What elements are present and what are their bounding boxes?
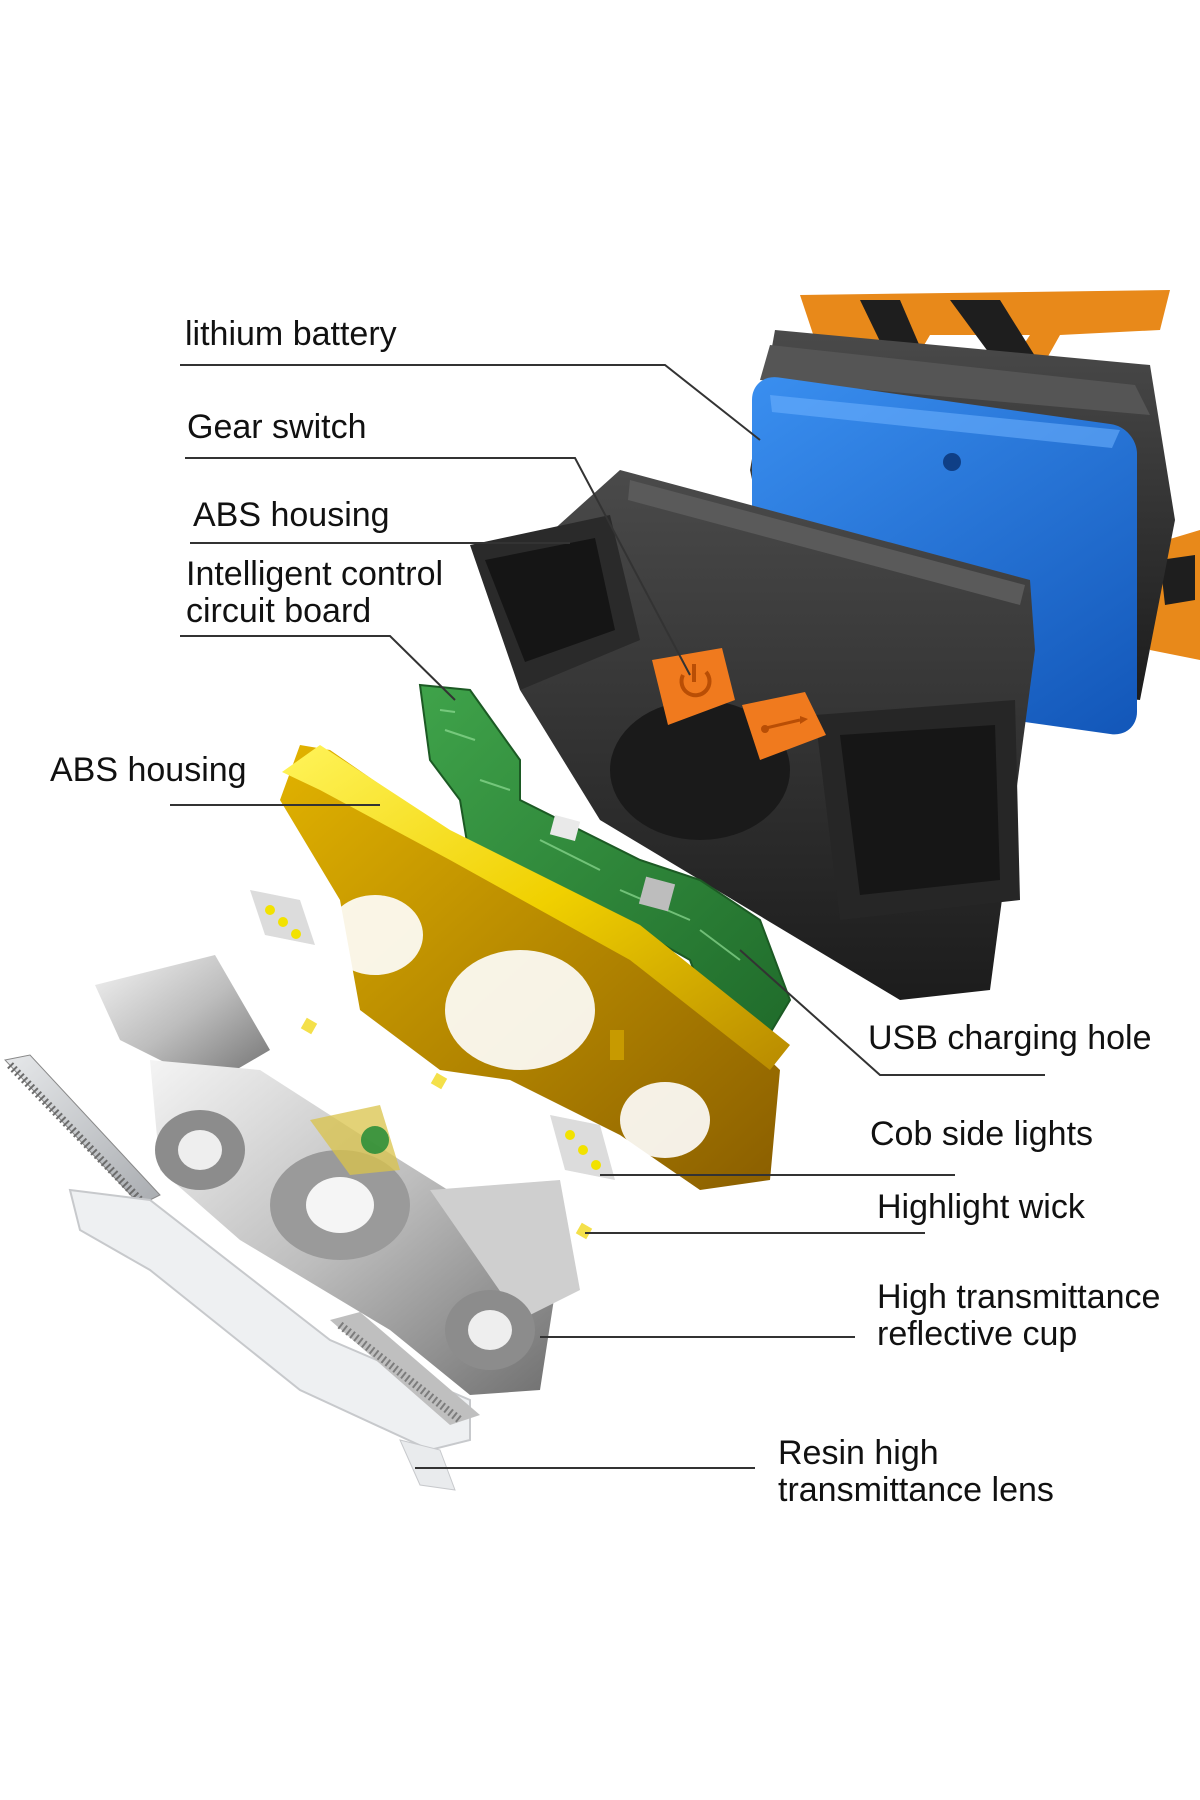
- label-abs-housing-top: ABS housing: [193, 496, 390, 534]
- label-abs-housing-mid: ABS housing: [50, 751, 247, 789]
- circuit-board: [418, 683, 792, 1052]
- resin-lens: [4, 1054, 480, 1491]
- usb-icon: [761, 716, 808, 733]
- power-icon: [679, 664, 712, 698]
- leader-lines: [170, 364, 1045, 1469]
- label-cob-side-lights: Cob side lights: [870, 1115, 1094, 1153]
- leader-line-control-board: [180, 635, 456, 701]
- label-resin-high-transmittance-lens: Resin high transmittance lens: [778, 1434, 1054, 1509]
- leader-line-usb-charging-hole: [739, 949, 1045, 1076]
- highlight-wick: [300, 1017, 593, 1240]
- label-highlight-wick: Highlight wick: [877, 1188, 1085, 1226]
- cob-side-lights: [250, 890, 615, 1180]
- reflective-cup: [95, 955, 580, 1395]
- abs-housing-gold: [280, 745, 790, 1190]
- leader-line-gear-switch: [185, 457, 691, 676]
- leader-line-lithium-battery: [180, 364, 761, 441]
- label-high-transmittance-reflective-cup: High transmittance reflective cup: [877, 1278, 1161, 1353]
- label-intelligent-control-circuit-board: Intelligent control circuit board: [186, 555, 444, 630]
- usb-port: [742, 692, 826, 760]
- label-usb-charging-hole: USB charging hole: [868, 1019, 1152, 1057]
- label-lithium-battery: lithium battery: [185, 315, 397, 353]
- label-gear-switch: Gear switch: [187, 408, 367, 446]
- gear-switch-button: [652, 648, 735, 725]
